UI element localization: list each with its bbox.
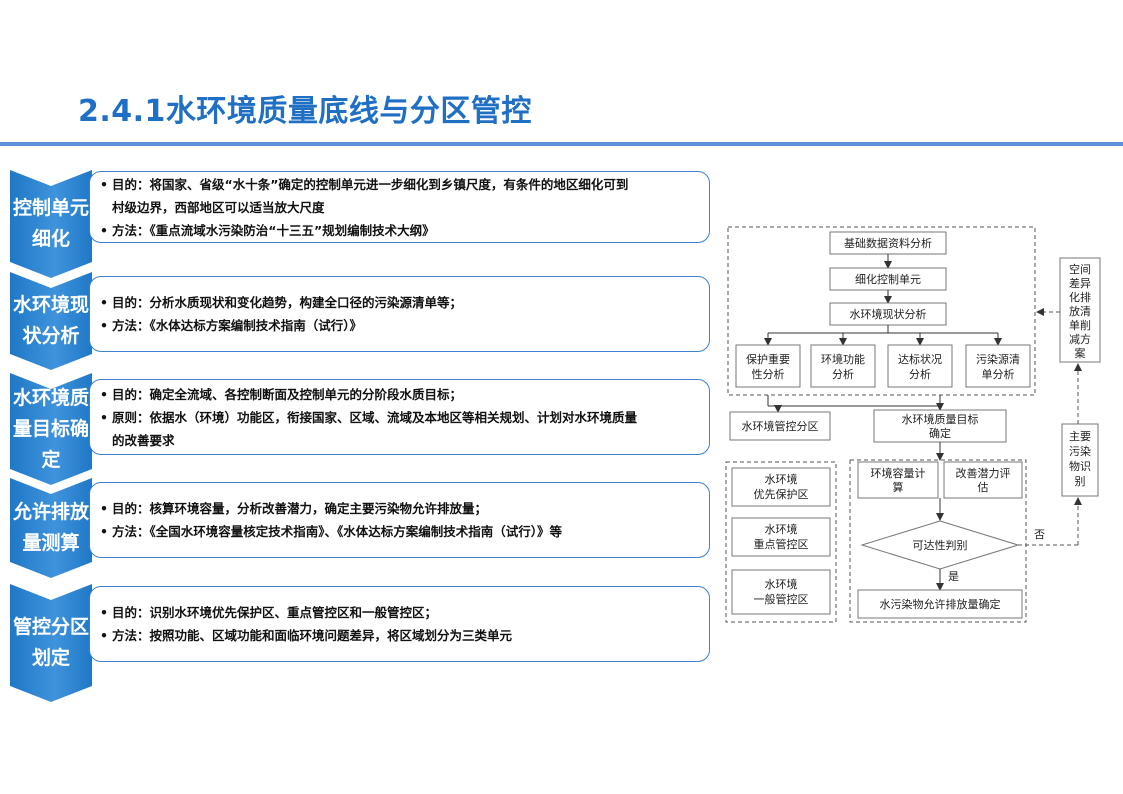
reduction-plan-text-3: 化排	[1069, 290, 1091, 304]
row-label: 管控分区 划定	[12, 616, 89, 669]
allowable-emission-box	[857, 589, 1023, 619]
identify-pollutant-text-3: 物识	[1069, 459, 1091, 473]
row-line: 的改善要求	[112, 432, 175, 448]
reduction-plan-text-5: 单削	[1069, 318, 1091, 332]
potential-eval-box	[943, 461, 1023, 499]
yes-label: 是	[948, 570, 959, 583]
row-label: 控制单元 细化	[12, 197, 89, 250]
target-text-2: 确定	[929, 426, 951, 440]
capacity-calc-box	[857, 461, 939, 499]
feasibility-text: 可达性判别	[913, 538, 968, 552]
reduction-plan-text-1: 空间	[1069, 262, 1091, 276]
status-analysis-text: 水环境现状分析	[850, 307, 927, 321]
identify-pollutant-text-4: 别	[1075, 475, 1086, 488]
identify-pollutant-text-1: 主要	[1069, 430, 1091, 443]
target-box	[873, 409, 1007, 443]
row-control-unit: 控制单元 细化 •目的：将国家、省级“水十条”确定的控制单元进一步细化到乡镇尺度…	[10, 170, 710, 278]
row-line: •目的：分析水质现状和变化趋势，构建全口径的污染源清单等；	[100, 295, 463, 310]
identify-pollutant-text-2: 污染	[1069, 444, 1091, 458]
reach-analysis-box	[887, 344, 953, 388]
protect-analysis-text-1: 保护重要	[746, 352, 790, 366]
row-line: 村级边界，西部地区可以适当放大尺度	[112, 199, 325, 215]
capacity-calc-text-1: 环境容量计	[871, 466, 926, 480]
function-analysis-text-2: 分析	[832, 367, 854, 381]
row-content-box: •目的：核算环境容量，分析改善潜力，确定主要污染物允许排放量； •方法：《全国水…	[89, 482, 710, 558]
row-line: •目的：识别水环境优先保护区、重点管控区和一般管控区；	[100, 605, 438, 620]
general-zone-text-1: 水环境	[765, 577, 798, 591]
potential-eval-text-1: 改善潜力评	[956, 466, 1011, 480]
row-zoning: 管控分区 划定 •目的：识别水环境优先保护区、重点管控区和一般管控区； •方法：…	[10, 584, 710, 702]
row-line: •目的：核算环境容量，分析改善潜力，确定主要污染物允许排放量；	[100, 501, 488, 516]
row-content-box: •目的：将国家、省级“水十条”确定的控制单元进一步细化到乡镇尺度，有条件的地区细…	[89, 171, 710, 243]
row-allowable-emission: 允许排放 量测算 •目的：核算环境容量，分析改善潜力，确定主要污染物允许排放量；…	[10, 478, 710, 578]
row-label: 允许排放 量测算	[12, 501, 89, 554]
zoning-text: 水环境管控分区	[742, 419, 819, 433]
reach-analysis-text-2: 分析	[909, 367, 931, 381]
reduction-plan-text-7: 案	[1075, 346, 1086, 360]
key-zone-text-1: 水环境	[765, 522, 798, 536]
row-line: •目的：将国家、省级“水十条”确定的控制单元进一步细化到乡镇尺度，有条件的地区细…	[100, 176, 629, 192]
potential-eval-text-2: 估	[978, 481, 989, 494]
function-analysis-box	[810, 344, 876, 388]
refine-unit-text: 细化控制单元	[855, 272, 921, 286]
priority-zone-text-1: 水环境	[765, 472, 798, 486]
target-text-1: 水环境质量目标	[902, 412, 979, 426]
chevron-quality-target: 水环境质 量目标确 定	[10, 373, 92, 485]
priority-zone-text-2: 优先保护区	[754, 487, 809, 501]
chevron-allowable-emission: 允许排放 量测算	[10, 478, 92, 578]
general-zone-box	[731, 569, 831, 615]
chevron-control-unit: 控制单元 细化	[10, 170, 92, 278]
row-content-box: •目的：分析水质现状和变化趋势，构建全口径的污染源清单等； •方法：《水体达标方…	[89, 276, 710, 352]
row-status-analysis: 水环境现 状分析 •目的：分析水质现状和变化趋势，构建全口径的污染源清单等； •…	[10, 272, 710, 370]
reduction-plan-text-6: 减方	[1069, 332, 1091, 346]
row-line: •方法：按照功能、区域功能和面临环境问题差异，将区域划分为三类单元	[100, 628, 513, 643]
pollution-analysis-text-2: 单分析	[982, 367, 1015, 381]
zoning-group-border	[725, 461, 837, 623]
row-label: 水环境质 量目标确 定	[12, 386, 89, 471]
reduction-plan-text-2: 差异	[1069, 276, 1091, 290]
pollution-analysis-box	[965, 344, 1031, 388]
key-zone-text-2: 重点管控区	[754, 537, 809, 551]
pollution-analysis-text-1: 污染源清	[976, 352, 1020, 366]
row-content-box: •目的：确定全流域、各控制断面及控制单元的分阶段水质目标； •原则：依据水（环境…	[89, 379, 710, 455]
general-zone-text-2: 一般管控区	[754, 592, 809, 606]
reduction-plan-box	[1059, 257, 1101, 363]
title-divider	[0, 142, 1123, 146]
row-line: •目的：确定全流域、各控制断面及控制单元的分阶段水质目标；	[100, 386, 463, 402]
protect-analysis-box	[735, 344, 801, 388]
protect-analysis-text-2: 性分析	[752, 367, 785, 381]
no-label: 否	[1034, 528, 1045, 541]
page-title: 2.4.1水环境质量底线与分区管控	[78, 94, 532, 129]
chevron-status-analysis: 水环境现 状分析	[10, 272, 92, 370]
row-line: •方法：《重点流域水污染防治“十三五”规划编制技术大纲》	[100, 222, 435, 238]
key-zone-box	[731, 517, 831, 557]
function-analysis-text-1: 环境功能	[821, 352, 865, 366]
row-line: •原则：依据水（环境）功能区，衔接国家、区域、流域及本地区等相关规划、计划对水环…	[100, 409, 638, 425]
basic-data-text: 基础数据资料分析	[844, 236, 932, 250]
allowable-emission-text: 水污染物允许排放量确定	[880, 597, 1001, 611]
row-quality-target: 水环境质 量目标确 定 •目的：确定全流域、各控制断面及控制单元的分阶段水质目标…	[10, 373, 710, 485]
reduction-plan-text-4: 放清	[1069, 304, 1091, 318]
zoning-box	[729, 411, 831, 441]
priority-zone-box	[731, 467, 831, 507]
row-label: 水环境现 状分析	[12, 294, 89, 347]
row-line: •方法：《水体达标方案编制技术指南（试行）》	[100, 318, 363, 333]
chevron-zoning: 管控分区 划定	[10, 584, 92, 702]
row-line: •方法：《全国水环境容量核定技术指南》、《水体达标方案编制技术指南（试行）》等	[100, 524, 563, 539]
identify-pollutant-box	[1061, 423, 1099, 497]
row-content-box: •目的：识别水环境优先保护区、重点管控区和一般管控区； •方法：按照功能、区域功…	[89, 586, 710, 662]
reach-analysis-text-1: 达标状况	[898, 352, 942, 366]
capacity-calc-text-2: 算	[893, 480, 904, 494]
